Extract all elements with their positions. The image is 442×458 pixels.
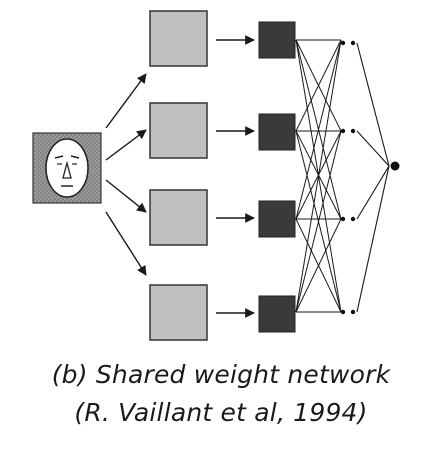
dark-unit-4 <box>258 295 296 333</box>
output-node <box>390 161 400 171</box>
dot-node-3 <box>340 216 346 222</box>
dot-node-2-b <box>350 128 356 134</box>
caption-title: (b) Shared weight network <box>51 360 391 389</box>
output-line-3 <box>356 165 390 220</box>
feature-map-2 <box>149 102 208 159</box>
fc-line-4-1 <box>295 39 342 313</box>
dot-node-3-b <box>350 216 356 222</box>
shared-weight-network-diagram <box>32 10 400 341</box>
caption-citation: (R. Vaillant et al, 1994) <box>74 398 368 427</box>
fc-line-2-1 <box>295 39 342 132</box>
feature-maps-layer-1 <box>149 10 208 341</box>
input-image <box>32 132 102 204</box>
dot-node-4-b <box>350 309 356 315</box>
feature-maps-layer-2 <box>258 21 296 333</box>
dark-unit-2 <box>258 113 296 151</box>
output-lines <box>356 42 390 313</box>
face-icon <box>45 138 89 198</box>
dark-unit-1 <box>258 21 296 59</box>
dot-node-2 <box>340 128 346 134</box>
output-line-1 <box>356 42 390 167</box>
input-arrows <box>105 73 147 276</box>
arrow-input-to-map-1 <box>105 73 147 129</box>
layer1-to-layer2-arrows <box>216 35 255 318</box>
arrow-input-to-map-3 <box>105 179 147 213</box>
feature-map-4 <box>149 284 208 341</box>
feature-map-1 <box>149 10 208 67</box>
dot-node-4 <box>340 309 346 315</box>
fully-connected-lines <box>295 39 342 313</box>
fc-line-4-3 <box>295 218 342 313</box>
fc-line-4-2 <box>295 130 342 313</box>
dot-node-1 <box>340 40 346 46</box>
dark-unit-3 <box>258 200 296 238</box>
feature-map-3 <box>149 189 208 246</box>
dot-node-1-b <box>350 40 356 46</box>
fc-line-3-1 <box>295 39 342 220</box>
arrow-input-to-map-2 <box>105 129 147 161</box>
dot-nodes <box>340 40 356 315</box>
output-line-4 <box>356 165 390 313</box>
arrow-input-to-map-4 <box>105 211 147 276</box>
output-line-2 <box>356 130 390 167</box>
